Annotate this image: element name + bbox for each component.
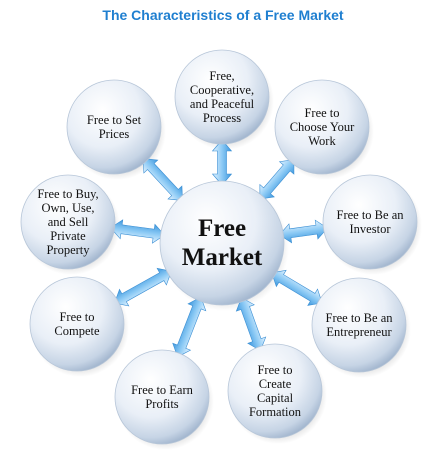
node-entrepreneur-bubble — [311, 277, 407, 373]
node-cooperative-label: Free, Cooperative, and Peaceful Process — [189, 69, 255, 125]
node-compete-bubble — [29, 276, 125, 372]
node-cooperative-bubble — [174, 49, 270, 145]
center-label: Free Market — [181, 215, 263, 271]
diagram-title: The Characteristics of a Free Market — [102, 7, 344, 23]
node-profits-label: Free to Earn Profits — [131, 383, 193, 411]
node-property-label: Free to Buy, Own, Use, and Sell Private … — [37, 187, 99, 257]
node-investor-label: Free to Be an Investor — [336, 208, 404, 236]
node-prices-label: Free to Set Prices — [86, 113, 142, 141]
node-choose-work-label: Free to Choose Your Work — [289, 106, 355, 148]
node-capital-label: Free to Create Capital Formation — [248, 363, 302, 419]
node-investor-bubble — [322, 174, 418, 270]
center-bubble — [159, 180, 285, 306]
node-entrepreneur-label: Free to Be an Entrepreneur — [325, 311, 393, 339]
node-choose-work-bubble — [274, 79, 370, 175]
node-capital-bubble — [227, 343, 323, 439]
node-prices-bubble — [66, 79, 162, 175]
node-profits-bubble — [114, 349, 210, 445]
node-compete-label: Free to Compete — [54, 310, 100, 338]
node-property-bubble — [20, 174, 116, 270]
